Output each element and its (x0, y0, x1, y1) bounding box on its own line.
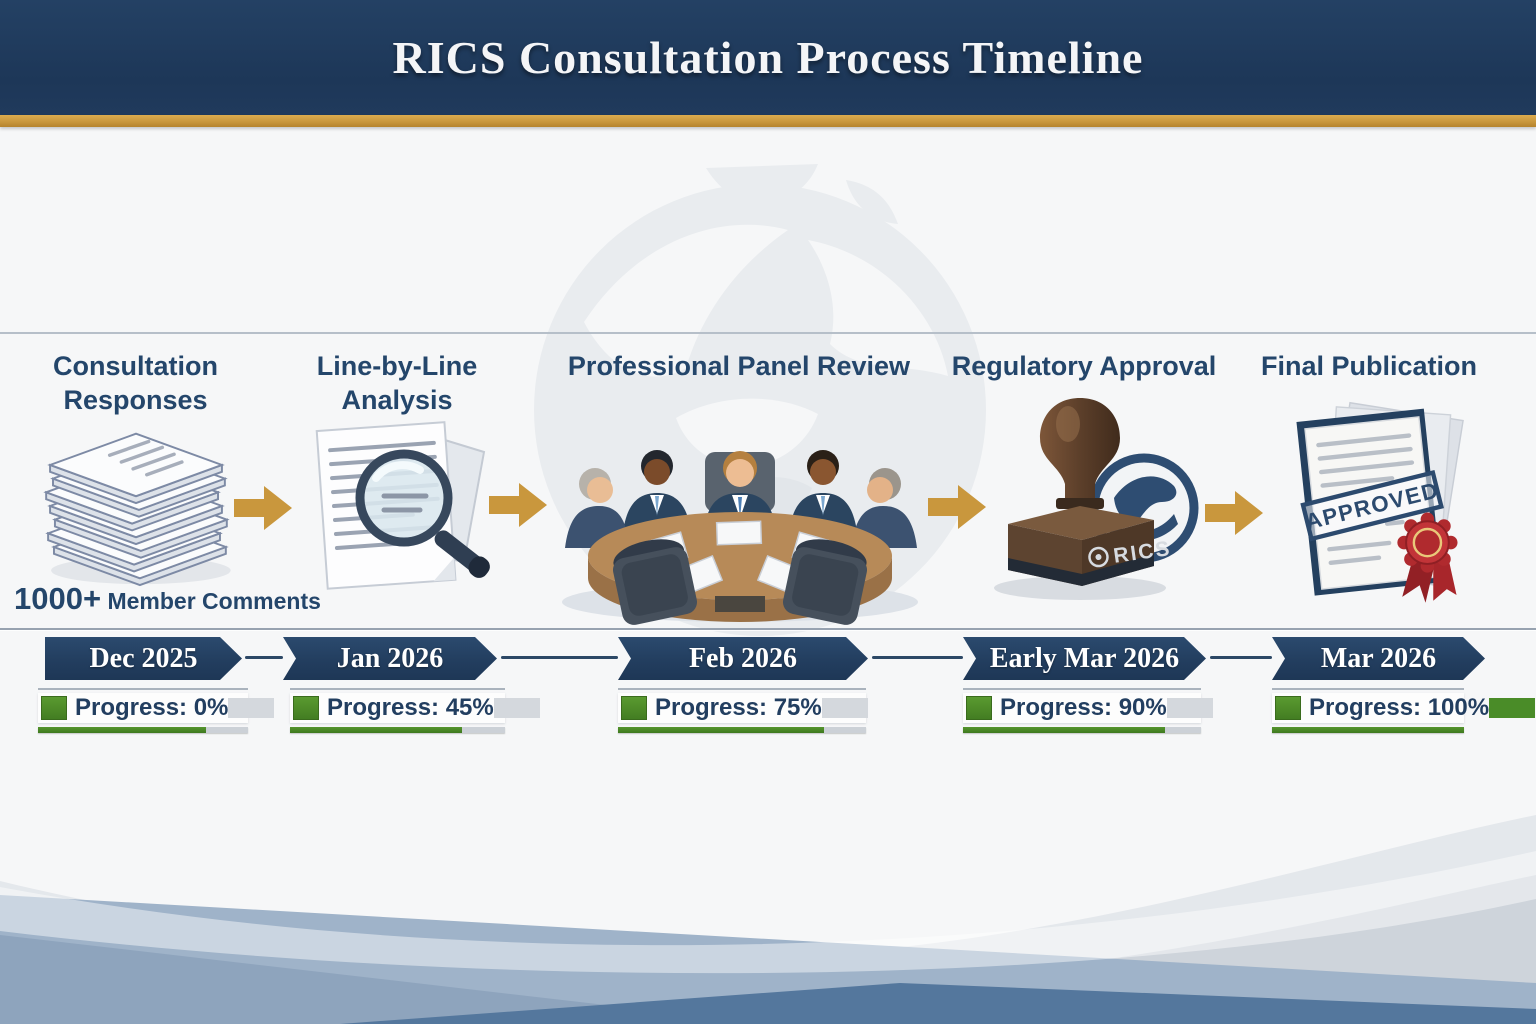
stage-title-final-publication: Final Publication (1260, 351, 1477, 381)
progress-swatch (41, 696, 67, 720)
flow-arrow-icon (1205, 491, 1263, 535)
timeline-connector (245, 656, 283, 659)
flow-arrow-icon (928, 485, 986, 529)
progress-label: Progress: 100% (1309, 694, 1490, 721)
progress-topline (963, 688, 1201, 690)
progress-bar-fill (618, 727, 824, 733)
timeline-connector (1210, 656, 1272, 659)
member-comments-text: Member Comments (101, 588, 321, 614)
member-comments-caption: 1000+ Member Comments (14, 581, 321, 617)
flow-arrow-icon (489, 483, 547, 527)
progress-swatch (1275, 696, 1301, 720)
timeline-rule-line (0, 628, 1536, 630)
date-chevron-dec-2025: Dec 2025 (45, 637, 242, 680)
progress-topline (38, 688, 248, 690)
progress-module-stage-5: Progress: 100% (1272, 688, 1536, 733)
date-chevron-early-mar-2026: Early Mar 2026 (963, 637, 1206, 680)
stage-title-regulatory-approval: Regulatory Approval (951, 351, 1217, 381)
stage-title-consultation-responses: Consultation Responses (53, 351, 218, 415)
gold-divider-bar (0, 115, 1536, 127)
panel-meeting-icon (562, 450, 918, 625)
stage-title-line-by-line-analysis: Line-by-Line Analysis (316, 351, 478, 415)
progress-bar-fill (1272, 727, 1464, 733)
top-rule-line (0, 332, 1536, 334)
progress-label: Progress: 0% (75, 694, 229, 721)
progress-bar (963, 727, 1201, 733)
progress-bar-fill (290, 727, 462, 733)
progress-label: Progress: 90% (1000, 694, 1167, 721)
magnifier-document-icon (315, 421, 490, 590)
progress-tail-block (1489, 698, 1536, 718)
progress-topline (1272, 688, 1464, 690)
progress-bar (618, 727, 866, 733)
progress-label: Progress: 75% (655, 694, 822, 721)
progress-swatch (621, 696, 647, 720)
timeline-connector (872, 656, 963, 659)
progress-tail-block (228, 698, 275, 718)
paper-stack-icon (43, 432, 231, 587)
stage-title-professional-panel-review: Professional Panel Review (567, 351, 911, 381)
progress-tail-block (493, 698, 540, 718)
progress-topline (290, 688, 505, 690)
approved-document-icon: APPROVED (1296, 401, 1464, 603)
member-comments-count: 1000+ (14, 581, 102, 616)
progress-bar (290, 727, 505, 733)
rics-stamp-icon: RICS (994, 398, 1199, 600)
header-banner: RICS Consultation Process Timeline (0, 0, 1536, 115)
progress-bar-fill (963, 727, 1166, 733)
progress-module-stage-4: Progress: 90% (963, 688, 1213, 733)
date-chevron-mar-2026: Mar 2026 (1272, 637, 1485, 680)
red-ribbon-seal (1397, 512, 1458, 603)
progress-tail-block (821, 698, 868, 718)
timeline-connector (501, 656, 618, 659)
progress-topline (618, 688, 866, 690)
date-chevron-jan-2026: Jan 2026 (283, 637, 497, 680)
progress-bar (38, 727, 248, 733)
progress-label: Progress: 45% (327, 694, 494, 721)
progress-tail-block (1166, 698, 1213, 718)
progress-swatch (966, 696, 992, 720)
page-title: RICS Consultation Process Timeline (392, 32, 1144, 83)
flow-arrow-icon (234, 486, 292, 530)
progress-bar (1272, 727, 1464, 733)
date-chevron-feb-2026: Feb 2026 (618, 637, 868, 680)
progress-module-stage-2: Progress: 45% (290, 688, 540, 733)
progress-module-stage-3: Progress: 75% (618, 688, 868, 733)
progress-module-stage-1: Progress: 0% (38, 688, 275, 733)
progress-bar-fill (38, 727, 206, 733)
progress-swatch (293, 696, 319, 720)
bottom-wave-decoration (0, 815, 1536, 1024)
